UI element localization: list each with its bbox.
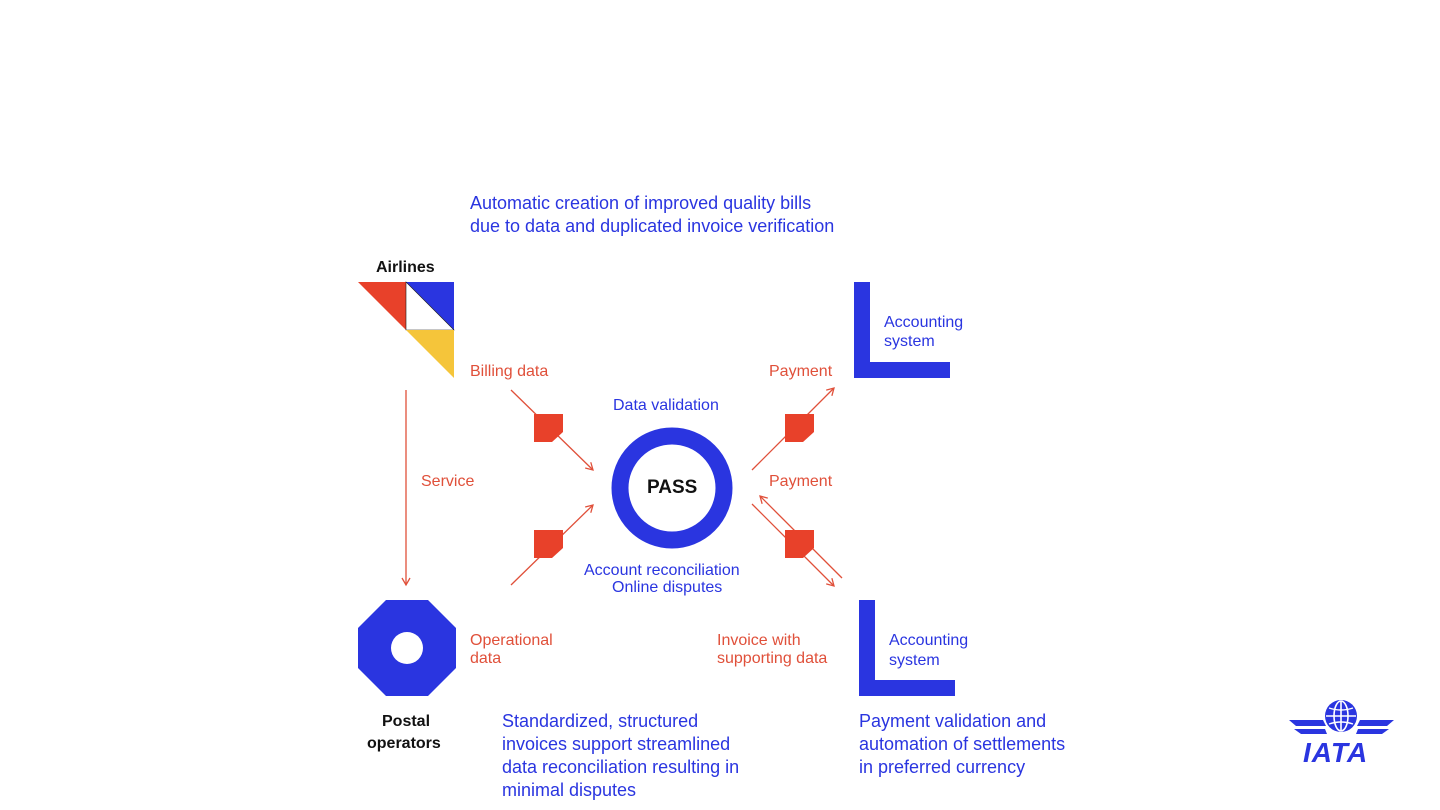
account-reconciliation-label: Account reconciliation bbox=[584, 562, 740, 579]
postal-label-line1: Postal bbox=[382, 713, 431, 730]
accounting-system-top-icon bbox=[854, 282, 950, 378]
accounting-top-line2: system bbox=[884, 333, 935, 350]
airlines-icon bbox=[358, 281, 455, 378]
connector-marker-billing bbox=[534, 414, 563, 442]
bottom-middle-note-line3: data reconciliation resulting in bbox=[502, 757, 740, 777]
pass-ring bbox=[611, 427, 733, 549]
payment-mid-label: Payment bbox=[769, 473, 833, 490]
connector-marker-operational bbox=[534, 530, 563, 558]
invoice-label-line2: supporting data bbox=[717, 650, 828, 667]
service-label: Service bbox=[421, 473, 475, 490]
online-disputes-label: Online disputes bbox=[612, 579, 723, 596]
top-note-line1: Automatic creation of improved quality b… bbox=[470, 193, 812, 213]
bottom-middle-note-line4: minimal disputes bbox=[502, 780, 637, 800]
bottom-right-note-line1: Payment validation and bbox=[859, 711, 1047, 731]
bottom-right-note-line2: automation of settlements bbox=[859, 734, 1066, 754]
operational-data-label-line2: data bbox=[470, 650, 502, 667]
billing-data-label: Billing data bbox=[470, 363, 549, 380]
postal-label-line2: operators bbox=[367, 735, 441, 752]
iata-logo-icon bbox=[1289, 700, 1394, 734]
payment-top-label: Payment bbox=[769, 363, 833, 380]
operational-data-label-line1: Operational bbox=[470, 632, 553, 649]
invoice-label-line1: Invoice with bbox=[717, 632, 801, 649]
bottom-middle-note-line2: invoices support streamlined bbox=[502, 734, 731, 754]
accounting-top-line1: Accounting bbox=[884, 314, 964, 331]
top-note-line2: due to data and duplicated invoice verif… bbox=[470, 216, 835, 236]
connector-marker-invoice bbox=[785, 530, 814, 558]
bottom-middle-note-line1: Standardized, structured bbox=[502, 711, 699, 731]
bottom-right-note-line3: in preferred currency bbox=[859, 757, 1026, 777]
accounting-bottom-line1: Accounting bbox=[889, 632, 969, 649]
postal-operator-icon bbox=[358, 600, 456, 696]
accounting-system-bottom-icon bbox=[859, 600, 955, 696]
data-validation-label: Data validation bbox=[613, 397, 719, 414]
airlines-label: Airlines bbox=[376, 259, 435, 276]
accounting-bottom-line2: system bbox=[889, 652, 940, 669]
pass-label: PASS bbox=[647, 477, 698, 498]
connector-marker-payment bbox=[785, 414, 814, 442]
iata-logo-text: IATA bbox=[1303, 737, 1369, 768]
